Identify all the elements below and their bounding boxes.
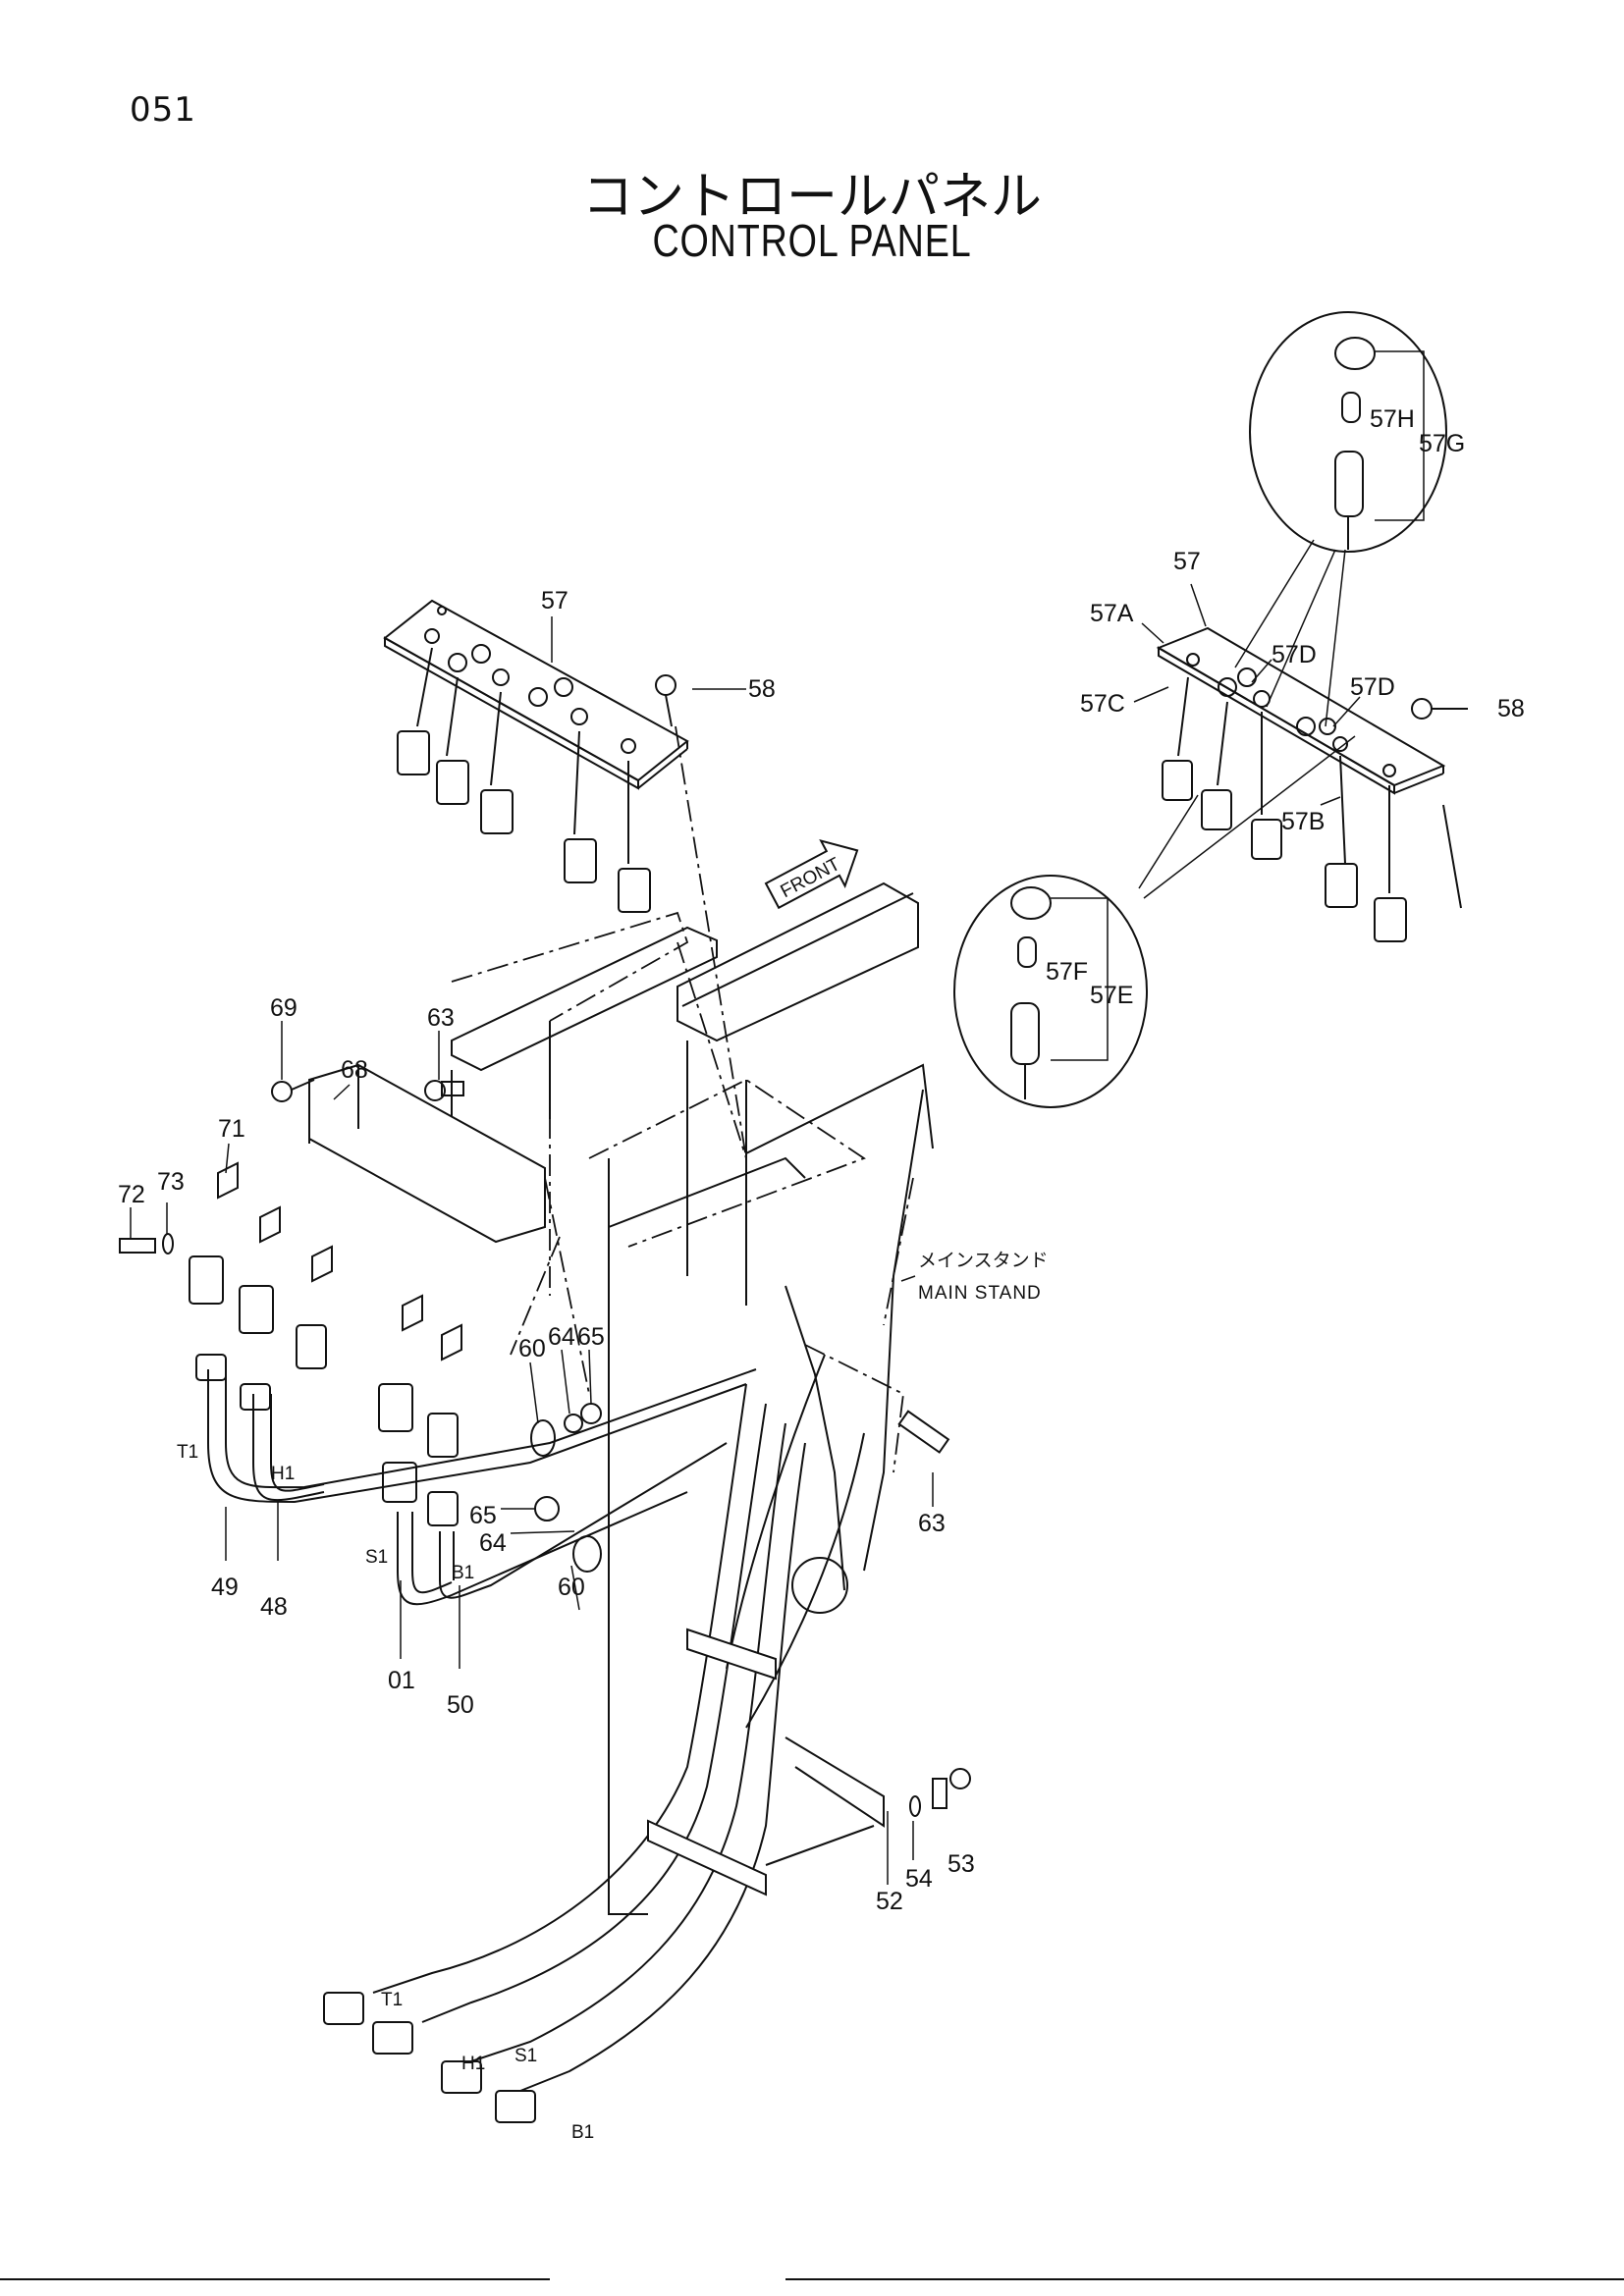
label-73: 73 xyxy=(157,1168,185,1196)
label-52: 52 xyxy=(876,1888,903,1915)
detail-57g-callout xyxy=(1234,311,1447,727)
label-s1-bottom: S1 xyxy=(514,2046,537,2066)
bracket-assembly xyxy=(119,1063,546,1458)
label-48: 48 xyxy=(260,1593,288,1621)
page-title-japanese: コントロールパネル xyxy=(581,168,1042,227)
label-64-top: 64 xyxy=(548,1323,575,1351)
label-s1-top: S1 xyxy=(365,1547,388,1568)
label-58-right: 58 xyxy=(1497,695,1525,722)
label-t1-bottom: T1 xyxy=(381,1990,403,2010)
label-57a: 57A xyxy=(1090,600,1134,627)
main-stand-frame xyxy=(451,881,934,1915)
label-54: 54 xyxy=(905,1865,933,1893)
label-64-mid: 64 xyxy=(479,1529,507,1557)
detail-57e-callout xyxy=(953,735,1356,1108)
control-panel-right xyxy=(1156,626,1468,942)
label-t1-top: T1 xyxy=(177,1442,198,1463)
label-60-top: 60 xyxy=(518,1335,546,1362)
label-57-right: 57 xyxy=(1173,548,1201,575)
label-57d-1: 57D xyxy=(1272,641,1317,668)
label-63-top: 63 xyxy=(427,1004,455,1032)
label-h1-top: H1 xyxy=(271,1464,295,1484)
label-h1-bottom: H1 xyxy=(461,2054,485,2074)
label-b1-top: B1 xyxy=(452,1563,474,1583)
label-b1-bottom: B1 xyxy=(571,2122,594,2143)
main-stand-label-jp: メインスタンド xyxy=(918,1250,1049,1271)
label-57f: 57F xyxy=(1046,958,1088,986)
label-68: 68 xyxy=(341,1056,368,1084)
label-50: 50 xyxy=(447,1691,474,1719)
label-69: 69 xyxy=(270,994,298,1022)
page-number: 051 xyxy=(130,90,196,130)
main-stand-label-en: MAIN STAND xyxy=(918,1283,1042,1304)
page-title-english: CONTROL PANEL xyxy=(652,215,972,266)
label-57h: 57H xyxy=(1370,405,1415,433)
label-01: 01 xyxy=(388,1667,415,1694)
label-65-mid: 65 xyxy=(469,1502,497,1529)
label-57b: 57B xyxy=(1281,808,1325,835)
label-58-left: 58 xyxy=(748,675,776,703)
wire-harness xyxy=(195,1354,971,2123)
leader-lines xyxy=(130,583,1361,1885)
part-labels: 57 58 69 68 63 71 72 73 60 64 65 65 64 6… xyxy=(118,405,1525,2143)
label-72: 72 xyxy=(118,1181,145,1208)
label-57-left: 57 xyxy=(541,587,568,614)
label-60-bottom: 60 xyxy=(558,1574,585,1601)
label-57c: 57C xyxy=(1080,690,1125,718)
label-53: 53 xyxy=(947,1850,975,1878)
label-65-top: 65 xyxy=(577,1323,605,1351)
front-direction-arrow: FRONT xyxy=(764,838,859,910)
label-57e: 57E xyxy=(1090,982,1133,1009)
label-71: 71 xyxy=(218,1115,245,1143)
label-57d-2: 57D xyxy=(1350,673,1395,701)
label-63-bottom: 63 xyxy=(918,1510,946,1537)
control-panel-left xyxy=(383,599,689,913)
label-57g: 57G xyxy=(1419,430,1465,457)
label-49: 49 xyxy=(211,1574,239,1601)
